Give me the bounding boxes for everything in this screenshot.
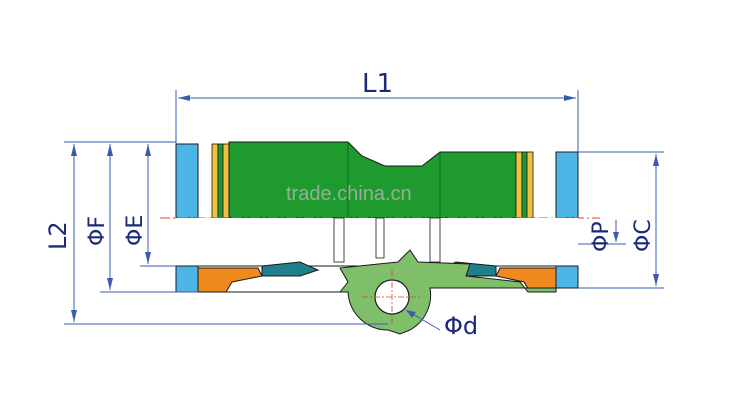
left-end-cap <box>175 143 199 219</box>
label-l1: L1 <box>362 69 393 99</box>
inner-tube-stub-left <box>333 217 345 263</box>
right-collet-band <box>521 151 528 219</box>
right-cap-section <box>555 265 579 289</box>
fitting-section-lower <box>175 217 579 335</box>
inner-tube-stub-mid <box>375 217 385 259</box>
left-release-sleeve <box>197 267 263 293</box>
fitting-body-upper <box>175 141 579 219</box>
right-end-cap <box>555 151 579 219</box>
right-collet-ring <box>515 151 523 219</box>
label-phi-e: ΦE <box>123 215 148 246</box>
label-phi-f: ΦF <box>85 216 110 246</box>
green-body-shell <box>228 141 517 219</box>
label-phi-d: Φd <box>444 312 478 340</box>
inner-tube-stub-right <box>429 217 441 263</box>
left-cap-section <box>175 265 199 293</box>
label-phi-p: ΦP <box>589 221 614 252</box>
left-collet-ring-2 <box>222 143 230 219</box>
dimension-lines <box>64 90 664 331</box>
label-l2: L2 <box>44 221 72 250</box>
left-collet-ring <box>211 143 219 219</box>
left-collet-band <box>217 143 224 219</box>
watermark-text: trade.china.cn <box>286 183 412 205</box>
label-phi-c: ΦC <box>631 219 656 252</box>
left-collet-teeth <box>261 261 320 277</box>
right-collet-ring-2 <box>526 151 534 219</box>
